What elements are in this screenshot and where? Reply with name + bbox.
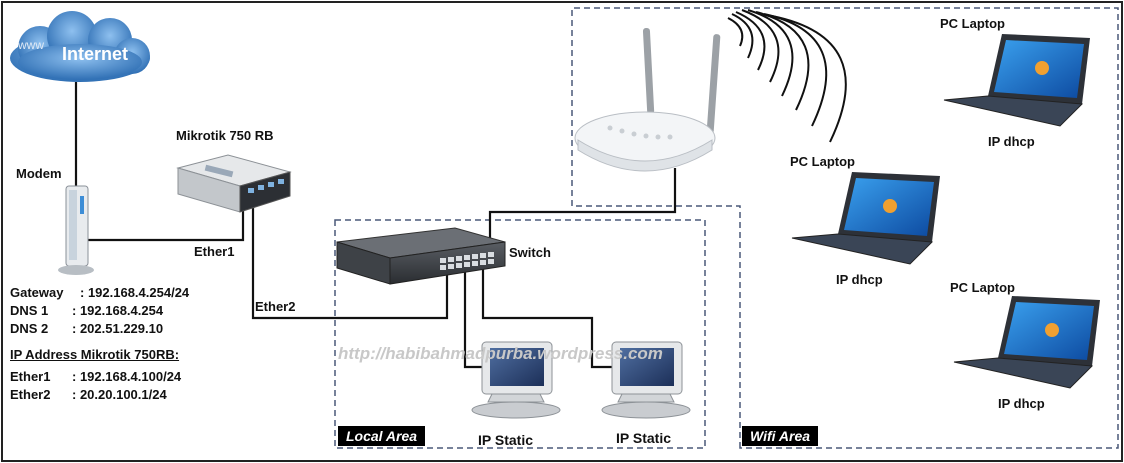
modem-icon [58,185,94,275]
dns2-key: DNS 2 [10,321,49,336]
laptop3-ip: IP dhcp [998,396,1045,411]
modem-label: Modem [16,166,62,181]
mikrotik-ether2-key: Ether2 [10,387,51,402]
router-label: Mikrotik 750 RB [176,128,274,143]
dns2-value: : 202.51.229.10 [72,321,164,336]
internet-label: Internet [62,44,129,64]
cable-switch-ap [488,168,677,246]
dns1-key: DNS 1 [10,303,49,318]
laptop1-name: PC Laptop [940,16,1005,31]
dns1-value: : 192.168.4.254 [72,303,164,318]
watermark-url: http://habibahmadpurba.wordpress.com [338,344,663,363]
pc1-ip-label: IP Static [478,432,533,448]
mikrotik-ether2-row: Ether2 : 20.20.100.1/24 [10,386,189,404]
wireless-signal-icon [727,9,847,143]
switch-icon [336,227,506,285]
mikrotik-ether1-value: : 192.168.4.100/24 [72,369,182,384]
laptop2-ip: IP dhcp [836,272,883,287]
wifi-area-tag: Wifi Area [742,426,819,446]
laptop3-name: PC Laptop [950,280,1015,295]
laptop-1-icon [943,34,1090,127]
ip-info-block: Gateway : 192.168.4.254/24 DNS 1 : 192.168… [10,284,189,404]
desktop-pc-1-icon [471,341,561,419]
dns1-row: DNS 1 : 192.168.4.254 [10,302,189,320]
laptop-2-icon [791,172,940,265]
gateway-value: : 192.168.4.254/24 [80,285,190,300]
laptop2-name: PC Laptop [790,154,855,169]
cable-switch-pc2 [481,266,620,369]
desktop-pc-2-icon [601,341,691,419]
access-point-icon [574,28,721,172]
mikrotik-ether1-key: Ether1 [10,369,51,384]
gateway-row: Gateway : 192.168.4.254/24 [10,284,189,302]
mikrotik-ether2-value: : 20.20.100.1/24 [72,387,167,402]
ether1-label: Ether1 [194,244,235,259]
dns2-row: DNS 2 : 202.51.229.10 [10,320,189,338]
ether2-label: Ether2 [255,299,296,314]
internet-cloud-icon [10,11,150,82]
cable-router-switch [251,190,449,320]
local-area-tag: Local Area [338,426,426,446]
www-label: www [18,38,44,52]
local-area-box [334,219,706,449]
laptop-3-icon [953,296,1100,389]
gateway-key: Gateway [10,285,64,300]
mikrotik-ip-title: IP Address Mikrotik 750RB: [10,347,180,362]
laptop1-ip: IP dhcp [988,134,1035,149]
switch-label: Switch [509,245,551,260]
mikrotik-ether1-row: Ether1 : 192.168.4.100/24 [10,368,189,386]
wifi-area-box [571,7,1119,449]
mikrotik-router-icon [176,154,292,213]
pc2-ip-label: IP Static [616,430,671,446]
